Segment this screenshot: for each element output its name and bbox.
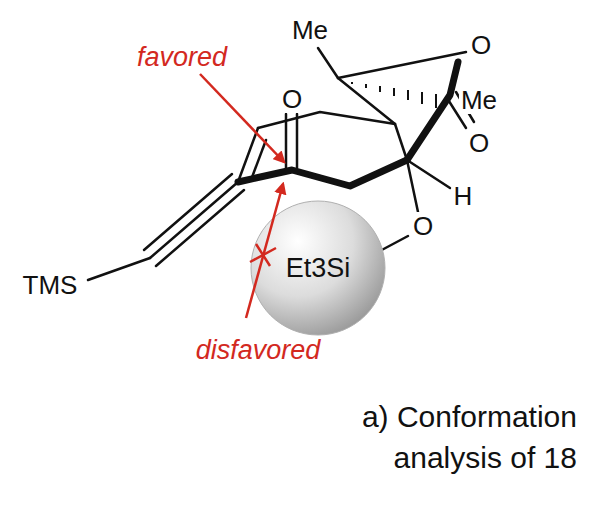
atom-label: TMS [21, 271, 80, 299]
carbonyl-bond [296, 114, 299, 168]
atom-label: Me [459, 86, 499, 114]
alkyne-bond [150, 182, 238, 258]
co-bond [407, 160, 418, 212]
methyl-bond [318, 48, 338, 78]
atom-label: O [280, 85, 304, 113]
silyl-sphere: Et3Si [250, 200, 386, 336]
group-label: Et3Si [286, 253, 351, 284]
ring-bond [258, 112, 395, 128]
carbonyl-bond [285, 114, 288, 168]
hash-lines [352, 82, 436, 108]
alkyne-bond [156, 190, 244, 266]
annotation-label: favored [135, 43, 229, 72]
atom-label: H [452, 182, 475, 210]
atom-label: Me [290, 16, 330, 44]
annotation-label: disfavored [194, 336, 323, 365]
alkene-bond [238, 128, 258, 182]
ether-bond [338, 52, 466, 78]
sphere-circle [251, 201, 385, 335]
ch-bond [407, 160, 450, 188]
atom-label: O [469, 31, 493, 59]
bridge-bond [395, 124, 407, 160]
atom-label: O [411, 212, 435, 240]
figure-caption: a) Conformation analysis of 18 [287, 396, 577, 479]
hashed-bond [352, 82, 436, 108]
bold-lactone-bond [407, 62, 458, 160]
alkyne-bond [88, 258, 150, 280]
atom-label: O [467, 129, 491, 157]
favored-arrow [200, 74, 284, 162]
bold-bonds [238, 62, 458, 186]
bold-ring-bond [238, 160, 407, 186]
